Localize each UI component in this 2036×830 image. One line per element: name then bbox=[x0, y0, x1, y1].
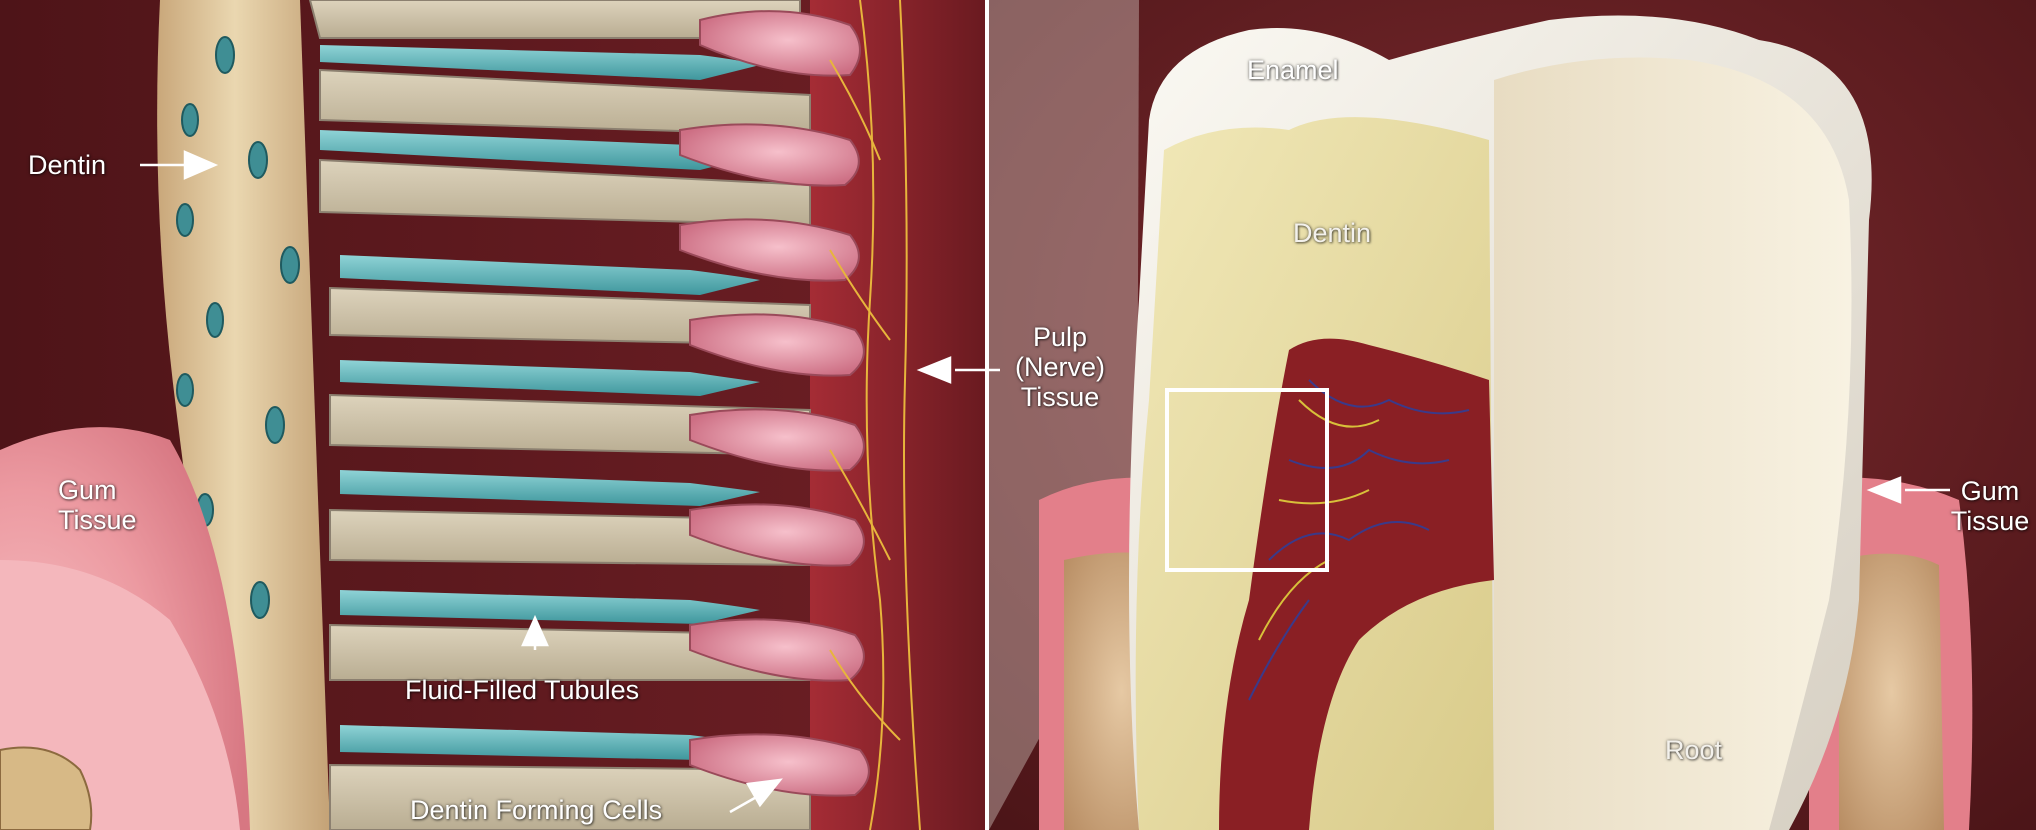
label-dentin-right: Dentin bbox=[1293, 218, 1371, 248]
label-dentin-left: Dentin bbox=[28, 150, 106, 180]
label-pulp-nerve-tissue: Pulp (Nerve) Tissue bbox=[1000, 322, 1120, 412]
label-fluid-filled-tubules: Fluid-Filled Tubules bbox=[405, 675, 639, 705]
label-dentin-forming-cells: Dentin Forming Cells bbox=[410, 795, 662, 825]
label-gum-tissue-left: Gum Tissue bbox=[58, 475, 137, 535]
label-enamel: Enamel bbox=[1247, 55, 1339, 85]
label-root: Root bbox=[1665, 735, 1722, 765]
label-gum-tissue-right: Gum Tissue bbox=[1945, 476, 2035, 536]
